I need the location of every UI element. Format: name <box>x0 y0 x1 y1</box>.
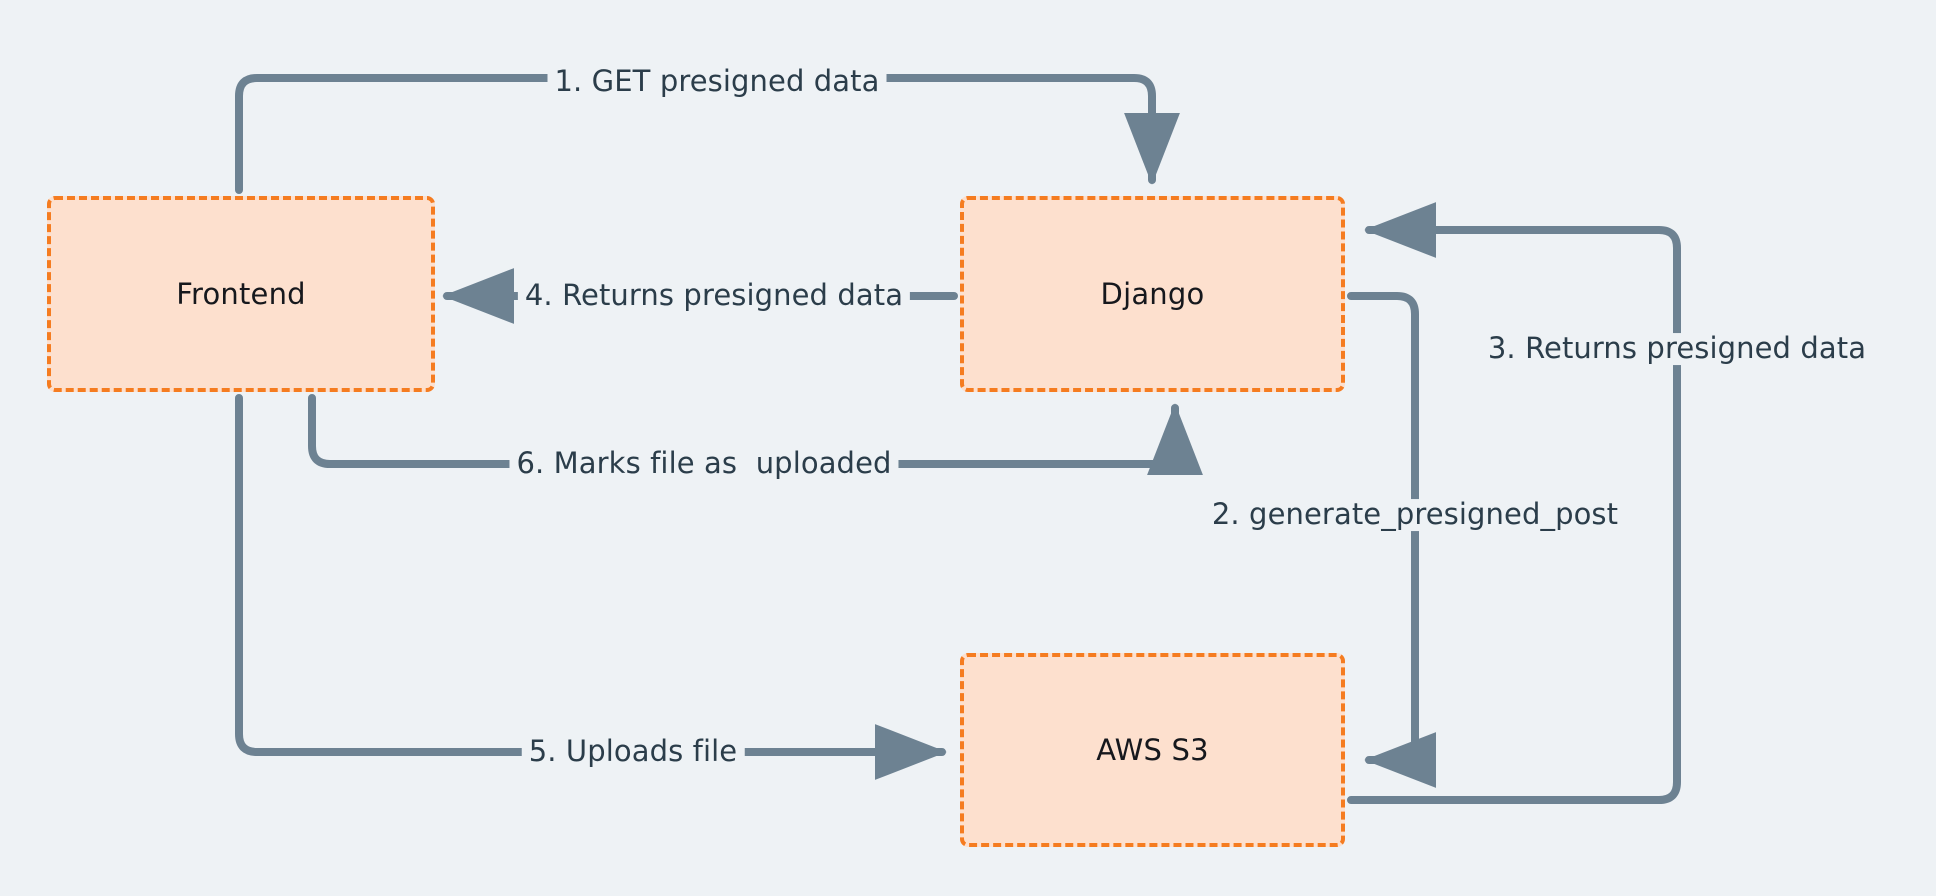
edge-path-5 <box>235 394 947 780</box>
edge-label-3: 3. Returns presigned data <box>1480 332 1874 365</box>
node-frontend[interactable]: Frontend <box>47 196 435 392</box>
node-django-label: Django <box>1100 277 1205 311</box>
edge-label-1: 1. GET presigned data <box>547 65 887 98</box>
edge-label-6: 6. Marks file as uploaded <box>509 447 899 480</box>
edge-label-4: 4. Returns presigned data <box>517 279 911 312</box>
edge-label-2: 2. generate_presigned_post <box>1204 498 1626 531</box>
node-aws-s3[interactable]: AWS S3 <box>960 653 1345 847</box>
edge-path-3 <box>1347 202 1681 804</box>
node-aws-s3-label: AWS S3 <box>1096 733 1209 767</box>
node-django[interactable]: Django <box>960 196 1345 392</box>
edge-label-5: 5. Uploads file <box>521 735 745 768</box>
node-frontend-label: Frontend <box>176 277 306 311</box>
